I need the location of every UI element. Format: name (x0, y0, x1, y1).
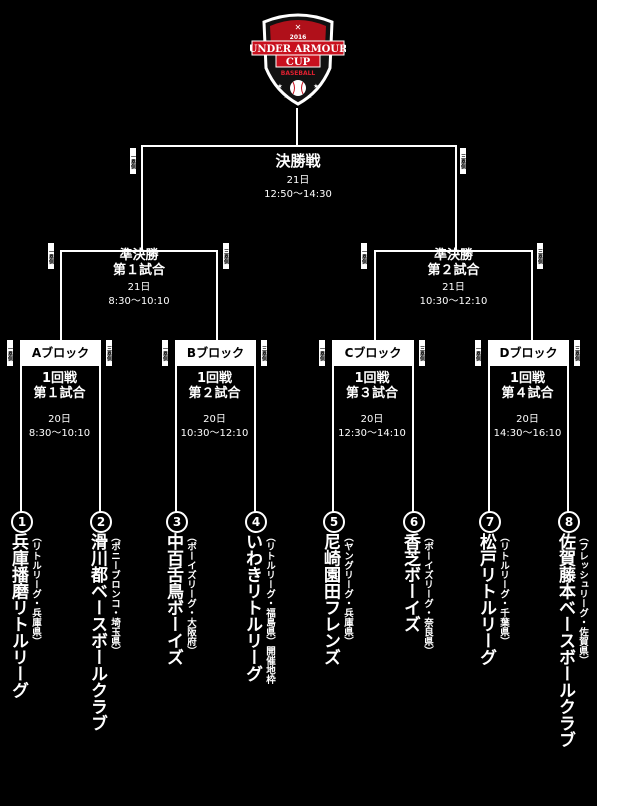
semi2-game: 第２試合 (427, 263, 480, 278)
final-date: 21日 (286, 175, 310, 186)
team-name: 香芝ボーイズ (400, 533, 420, 632)
semi1-time: 8:30〜10:10 (108, 296, 170, 307)
first-base-side-label: 一塁側 (475, 340, 481, 366)
block-time: 8:30〜10:10 (28, 428, 91, 439)
under-armour-cup-logo: ✕ 2016 UNDER ARMOUR CUP BASEBALL ★ ★ ★ ★ (250, 13, 346, 106)
block-game: 第１試合 (33, 386, 86, 401)
team-number: 5 (323, 511, 345, 533)
block-date: 20日 (48, 414, 71, 425)
block-date: 20日 (203, 414, 226, 425)
team-league: （ポニーブロンコ・埼玉県） (109, 532, 120, 656)
semi2-title: 準決勝 (433, 248, 473, 263)
team-name: 滑川都ベースボールクラブ (87, 533, 107, 731)
team-name: いわきリトルリーグ (242, 533, 262, 682)
team-number: 8 (558, 511, 580, 533)
team-league: （ボーイズリーグ・大阪府） (185, 532, 196, 656)
third-base-side-label: 三塁側 (223, 243, 229, 269)
team-league: （ボーイズリーグ・奈良県） (422, 532, 433, 656)
team-number: 1 (11, 511, 33, 533)
first-base-side-label: 一塁側 (162, 340, 168, 366)
semi2-date: 21日 (442, 282, 465, 293)
block-header: Bブロック (175, 340, 256, 366)
block-game: 第３試合 (345, 386, 398, 401)
semi1-date: 21日 (127, 282, 151, 293)
third-base-side-label: 三塁側 (419, 340, 425, 366)
third-base-side-label: 三塁側 (106, 340, 112, 366)
block-round: 1回戦 (41, 371, 78, 386)
first-base-side-label: 一塁側 (48, 243, 54, 269)
block-header: Dブロック (488, 340, 569, 366)
svg-text:★: ★ (283, 93, 288, 100)
block-date: 20日 (516, 414, 539, 425)
svg-text:CUP: CUP (286, 57, 311, 68)
team-number: 3 (166, 511, 188, 533)
first-base-side-label: 一塁側 (130, 148, 136, 174)
semi1-game: 第１試合 (112, 263, 165, 278)
first-base-side-label: 一塁側 (361, 243, 367, 269)
team-name: 尼崎園田フレンズ (320, 533, 340, 665)
final-time: 12:50〜14:30 (264, 189, 332, 200)
block-time: 10:30〜12:10 (180, 428, 249, 439)
first-base-side-label: 一塁側 (319, 340, 325, 366)
block-round: 1回戦 (509, 371, 546, 386)
block-game: 第２試合 (188, 386, 241, 401)
third-base-side-label: 三塁側 (537, 243, 543, 269)
final-title: 決勝戦 (275, 152, 321, 170)
block-game: 第４試合 (501, 386, 554, 401)
tournament-bracket: ✕ 2016 UNDER ARMOUR CUP BASEBALL ★ ★ ★ ★… (0, 0, 597, 806)
team-name: 佐賀藤本ベースボールクラブ (555, 533, 575, 748)
team-number: 2 (90, 511, 112, 533)
team-league: （リトルリーグ・千葉県） (498, 532, 509, 646)
semi1-title: 準決勝 (119, 248, 159, 263)
final-bracket-line (141, 145, 457, 147)
third-base-side-label: 三塁側 (261, 340, 267, 366)
block-time: 12:30〜14:10 (338, 428, 406, 439)
svg-text:2016: 2016 (290, 34, 307, 41)
team-league: （リトルリーグ・兵庫県） (30, 532, 41, 646)
svg-text:★: ★ (277, 83, 282, 90)
team-number: 4 (245, 511, 267, 533)
block-header: Aブロック (20, 340, 101, 366)
block-round: 1回戦 (196, 371, 233, 386)
team-name: 中百舌鳥ボーイズ (163, 533, 183, 665)
team-league: （フレッシュリーグ・佐賀県） (577, 532, 588, 665)
semi2-time: 10:30〜12:10 (419, 296, 488, 307)
team-number: 6 (403, 511, 425, 533)
svg-text:BASEBALL: BASEBALL (281, 70, 316, 77)
first-base-side-label: 一塁側 (7, 340, 13, 366)
team-league: （ヤングリーグ・兵庫県） (342, 532, 353, 646)
team-league: （リトルリーグ・福島県）開催地枠 (264, 532, 275, 684)
svg-text:✕: ✕ (295, 23, 302, 32)
team-name: 兵庫播磨リトルリーグ (8, 533, 28, 698)
team-number: 7 (479, 511, 501, 533)
block-round: 1回戦 (354, 371, 390, 386)
team-name: 松戸リトルリーグ (476, 533, 496, 665)
third-base-side-label: 三塁側 (460, 148, 466, 174)
svg-text:★: ★ (307, 93, 312, 100)
third-base-side-label: 三塁側 (574, 340, 580, 366)
block-time: 14:30〜16:10 (493, 428, 562, 439)
svg-text:UNDER ARMOUR: UNDER ARMOUR (250, 44, 346, 55)
svg-text:★: ★ (313, 83, 318, 90)
block-header: Cブロック (332, 340, 414, 366)
block-date: 20日 (360, 414, 384, 425)
